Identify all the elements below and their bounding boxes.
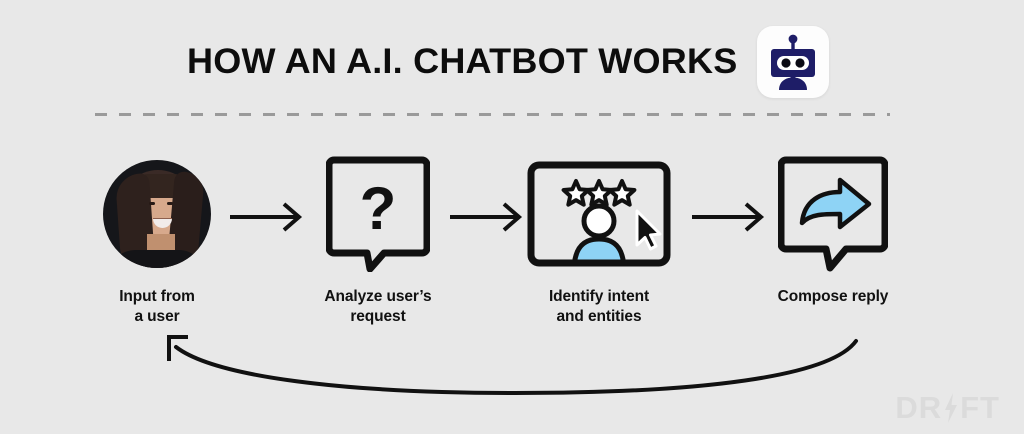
watermark-text-after: FT <box>960 390 1000 425</box>
star-icon <box>584 179 614 207</box>
step-label: Identify intent and entities <box>504 287 694 327</box>
connector-arrow-1 <box>228 200 308 234</box>
question-speech-bubble-icon: ? <box>326 156 430 272</box>
avatar-eye-right <box>167 202 173 205</box>
lightning-bolt-icon <box>943 393 959 423</box>
question-mark-glyph: ? <box>360 175 397 242</box>
avatar-neck <box>147 234 175 254</box>
page-title: HOW AN A.I. CHATBOT WORKS <box>186 42 738 81</box>
user-avatar-photo <box>103 160 211 268</box>
step-icon-wrapper <box>738 155 928 273</box>
step-label-line2: a user <box>134 307 180 325</box>
feedback-loop <box>140 325 890 405</box>
flow-step-input-from-user: Input from a user <box>62 155 252 327</box>
step-label-line1: Compose reply <box>777 288 889 305</box>
step-label: Analyze user’s request <box>283 287 473 327</box>
star-rating <box>561 179 662 263</box>
avatar-shoulders <box>109 250 205 268</box>
avatar-eye-left <box>149 202 155 205</box>
reply-arrow-icon <box>799 177 872 230</box>
step-label-line1: Analyze user’s <box>324 288 432 305</box>
star-icon <box>561 179 591 207</box>
intent-card-icon <box>527 161 671 267</box>
watermark-text-before: DR <box>895 390 943 425</box>
robot-icon <box>771 34 816 90</box>
step-label-line2: request <box>350 307 406 325</box>
arrow-right-icon <box>450 202 523 232</box>
step-label-line1: Input from <box>119 288 195 305</box>
flow-step-compose-reply: Compose reply <box>738 155 928 307</box>
step-icon-wrapper <box>62 155 252 273</box>
step-label: Input from a user <box>62 287 252 327</box>
person-icon <box>571 203 627 263</box>
header: HOW AN A.I. CHATBOT WORKS <box>0 22 1024 102</box>
connector-arrow-3 <box>690 200 770 234</box>
flow-step-identify-intent: Identify intent and entities <box>504 155 694 327</box>
step-icon-wrapper <box>504 155 694 273</box>
avatar-smile <box>153 218 172 228</box>
arrow-right-icon <box>230 202 303 232</box>
connector-arrow-2 <box>448 200 528 234</box>
cursor-arrow-icon <box>635 209 662 251</box>
step-icon-wrapper: ? <box>283 155 473 273</box>
step-label: Compose reply <box>738 287 928 307</box>
loop-back-arrow-icon <box>167 335 858 396</box>
reply-speech-bubble-icon <box>778 156 888 272</box>
star-icon <box>607 179 637 207</box>
dashed-divider <box>95 113 890 116</box>
step-label-line1: Identify intent <box>548 288 650 305</box>
robot-badge <box>757 26 830 98</box>
process-flow: Input from a user ? Analyze user’s reque… <box>0 155 1024 330</box>
arrow-right-icon <box>692 202 765 232</box>
drift-watermark: DR FT <box>895 390 1000 426</box>
step-label-line2: and entities <box>556 307 642 325</box>
flow-step-analyze-request: ? Analyze user’s request <box>283 155 473 327</box>
